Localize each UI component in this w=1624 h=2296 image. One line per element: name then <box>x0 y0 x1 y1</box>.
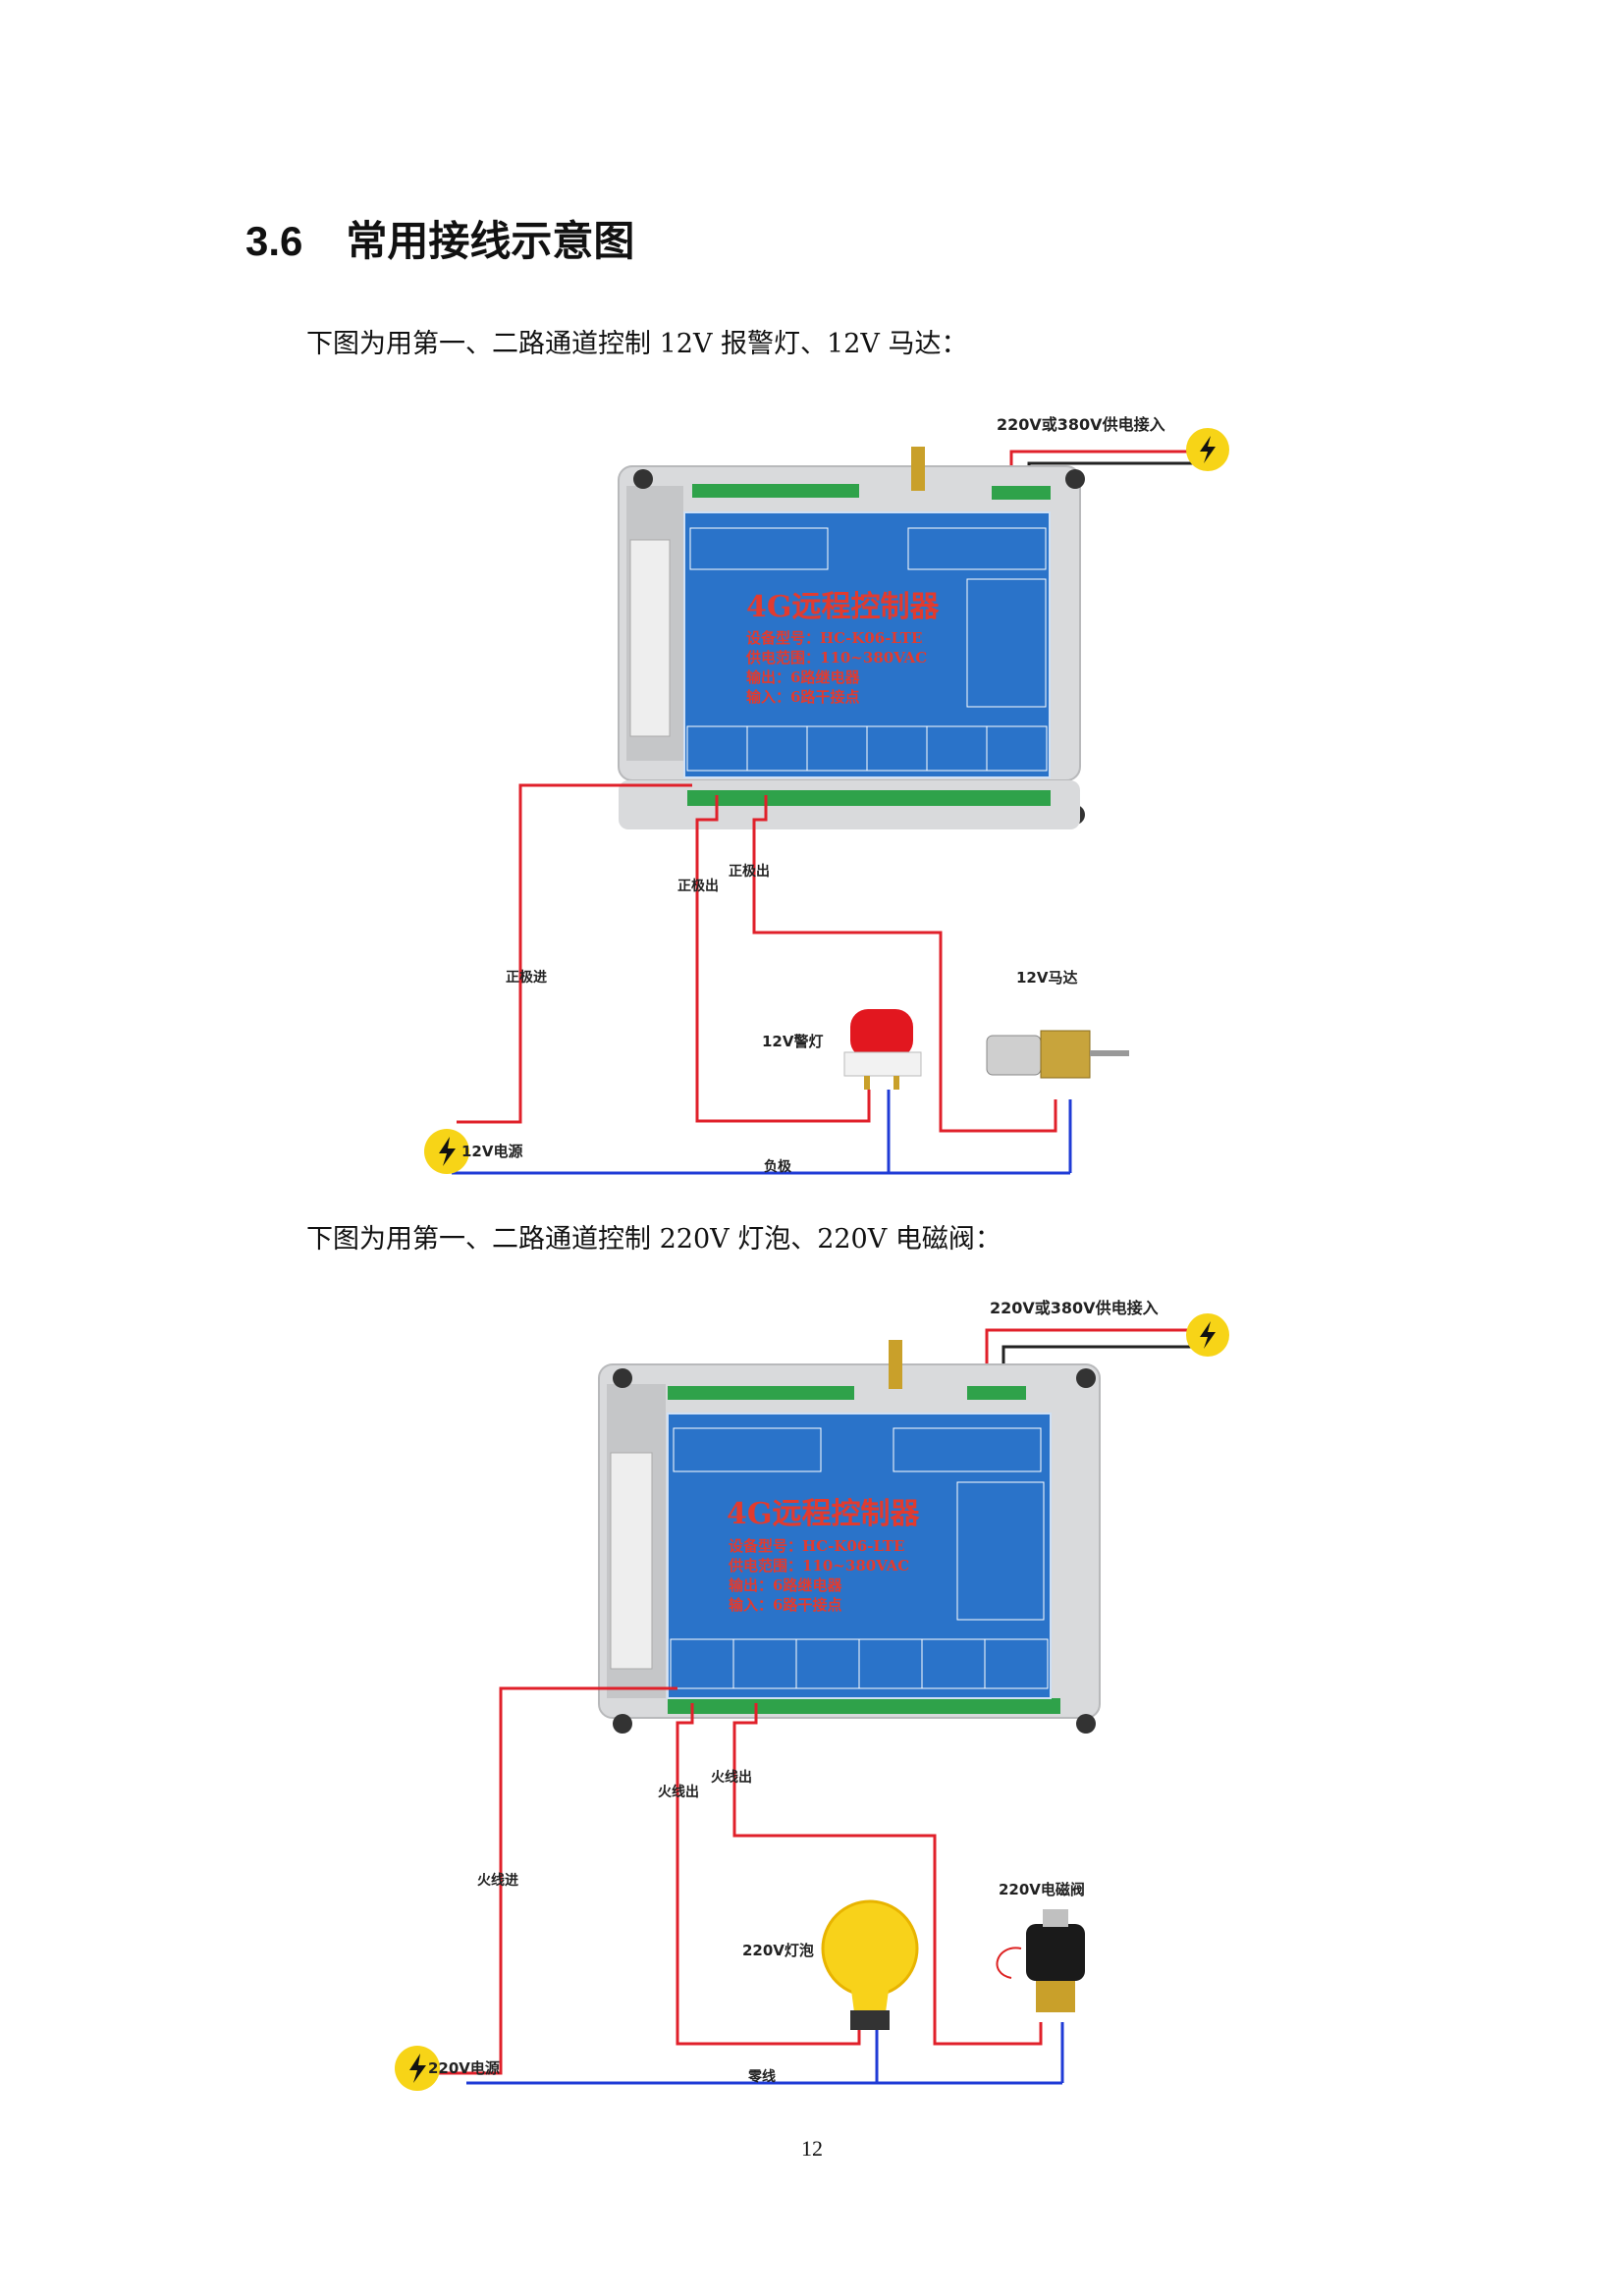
panel-output: 输出：6路继电器 <box>729 1576 842 1594</box>
panel-output: 输出：6路继电器 <box>746 668 860 686</box>
out2-wire-label: 火线出 <box>711 1769 752 1786</box>
controller-device: 4G远程控制器 设备型号：HC-K06-LTE 供电范围：110~380VAC … <box>598 1340 1101 1734</box>
section-number: 3.6 <box>245 218 303 264</box>
in-wire-label: 火线进 <box>477 1872 518 1889</box>
load1-label: 12V警灯 <box>762 1033 823 1050</box>
warning-light: 12V警灯 <box>762 1009 922 1090</box>
in-wire-label: 正极进 <box>506 969 547 986</box>
light-bulb: 220V灯泡 <box>742 1899 919 2030</box>
common-wire-label: 零线 <box>747 2068 776 2085</box>
panel-supply: 供电范围：110~380VAC <box>745 649 927 667</box>
supply-label: 220V或380V供电接入 <box>990 1299 1159 1317</box>
wires <box>452 783 1072 1175</box>
section-title: 常用接线示意图 <box>346 217 635 265</box>
panel-model: 设备型号：HC-K06-LTE <box>746 629 922 647</box>
motor: 12V马达 <box>986 969 1129 1079</box>
common-wire-label: 负极 <box>764 1158 792 1175</box>
wiring-diagram-220v: 220V或380V供电接入 4G远程控制器 设备型号：HC-K06- <box>395 1299 1229 2091</box>
power-label: 220V电源 <box>428 2059 500 2077</box>
page-number: 12 <box>801 2136 823 2161</box>
power-label: 12V电源 <box>461 1143 522 1160</box>
section-heading: 3.6 常用接线示意图 <box>245 208 634 268</box>
power-source-12v: 12V电源 <box>424 1129 522 1174</box>
load2-label: 220V电磁阀 <box>999 1881 1085 1898</box>
panel-title: 4G远程控制器 <box>727 1497 920 1531</box>
panel-input: 输入：6路干接点 <box>746 688 859 706</box>
panel-supply: 供电范围：110~380VAC <box>728 1557 909 1575</box>
paragraph-diagram2: 下图为用第一、二路通道控制 220V 灯泡、220V 电磁阀： <box>306 1224 1001 1255</box>
out1-wire-label: 正极出 <box>677 878 719 894</box>
power-source-220v: 220V电源 <box>395 2046 500 2091</box>
load1-label: 220V灯泡 <box>742 1942 814 1959</box>
out1-wire-label: 火线出 <box>658 1784 699 1800</box>
wiring-diagram-12v: 220V或380V供电接入 <box>424 415 1229 1175</box>
paragraph-diagram1: 下图为用第一、二路通道控制 12V 报警灯、12V 马达： <box>306 329 968 359</box>
load2-label: 12V马达 <box>1016 969 1077 987</box>
wires <box>432 1686 1064 2085</box>
solenoid-valve: 220V电磁阀 <box>996 1881 1085 2012</box>
controller-device: 4G远程控制器 设备型号：HC-K06-LTE 供电范围：110~380VAC … <box>618 447 1085 829</box>
supply-label: 220V或380V供电接入 <box>997 415 1165 434</box>
panel-model: 设备型号：HC-K06-LTE <box>729 1537 904 1555</box>
out2-wire-label: 正极出 <box>729 863 770 880</box>
panel-input: 输入：6路干接点 <box>729 1596 841 1614</box>
panel-title: 4G远程控制器 <box>746 590 940 624</box>
